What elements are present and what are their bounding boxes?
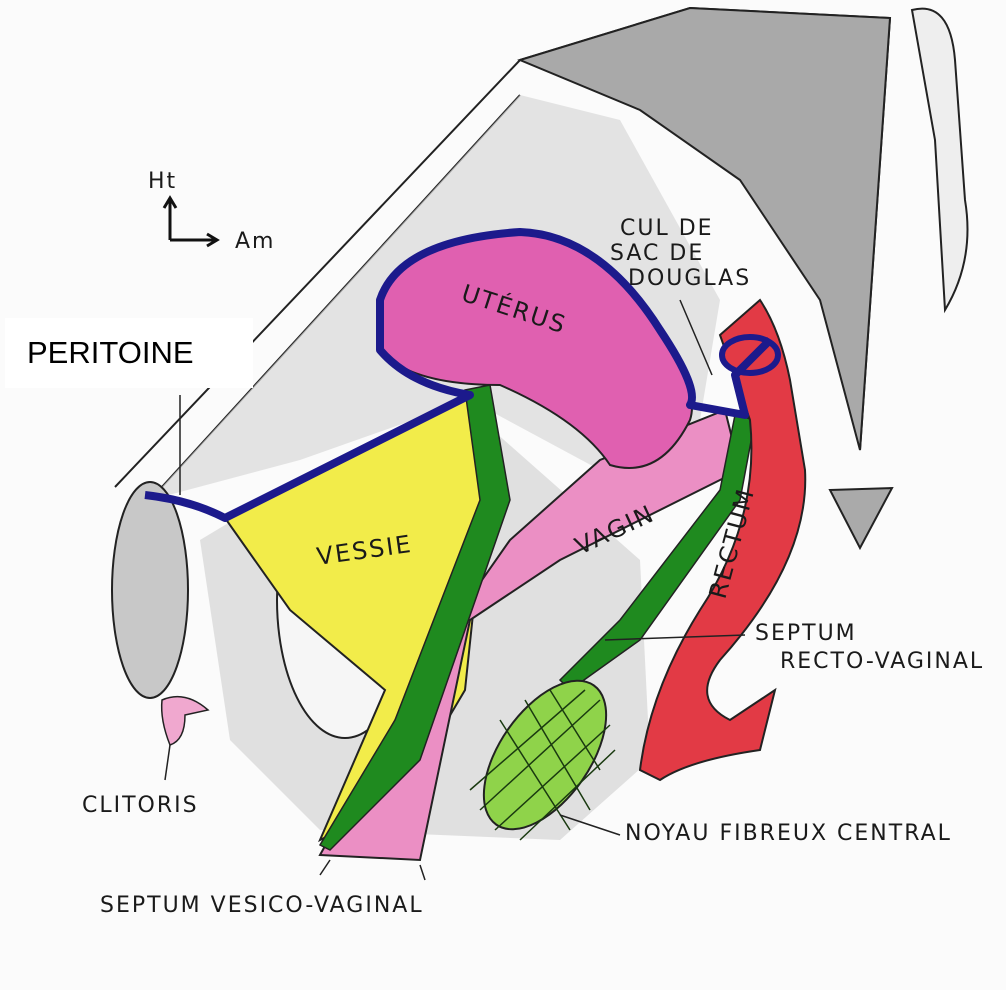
clitoris-label: CLITORIS [82, 793, 199, 818]
douglas-label-1: CUL DE [620, 216, 714, 241]
sacral-cone [828, 486, 894, 551]
douglas-label-2: SAC DE [610, 241, 704, 266]
peritoneum-line [144, 228, 773, 522]
septum-rv-label-2: RECTO-VAGINAL [780, 649, 984, 674]
peritoine-label-box: PERITOINE [5, 318, 253, 388]
septum-vv-label: SEPTUM VESICO-VAGINAL [100, 893, 424, 918]
douglas-label-3: DOUGLAS [628, 266, 751, 291]
septum-rv-label-1: SEPTUM [755, 621, 857, 646]
sacrum [517, 6, 892, 451]
orientation-right-label: Am [235, 229, 275, 254]
coccyx-edge [910, 7, 969, 314]
noyau-label: NOYAU FIBREUX CENTRAL [625, 821, 952, 846]
septum-vesico-vaginal [318, 384, 511, 851]
leader-lines [164, 299, 746, 881]
clitoris [160, 695, 210, 746]
pubic-bone [111, 481, 189, 699]
perineal-body-hatching [469, 689, 616, 841]
rectum [638, 298, 807, 782]
orientation-arrows-icon [162, 195, 220, 248]
orientation-up-label: Ht [148, 169, 177, 194]
peritoine-label: PERITOINE [27, 335, 194, 370]
